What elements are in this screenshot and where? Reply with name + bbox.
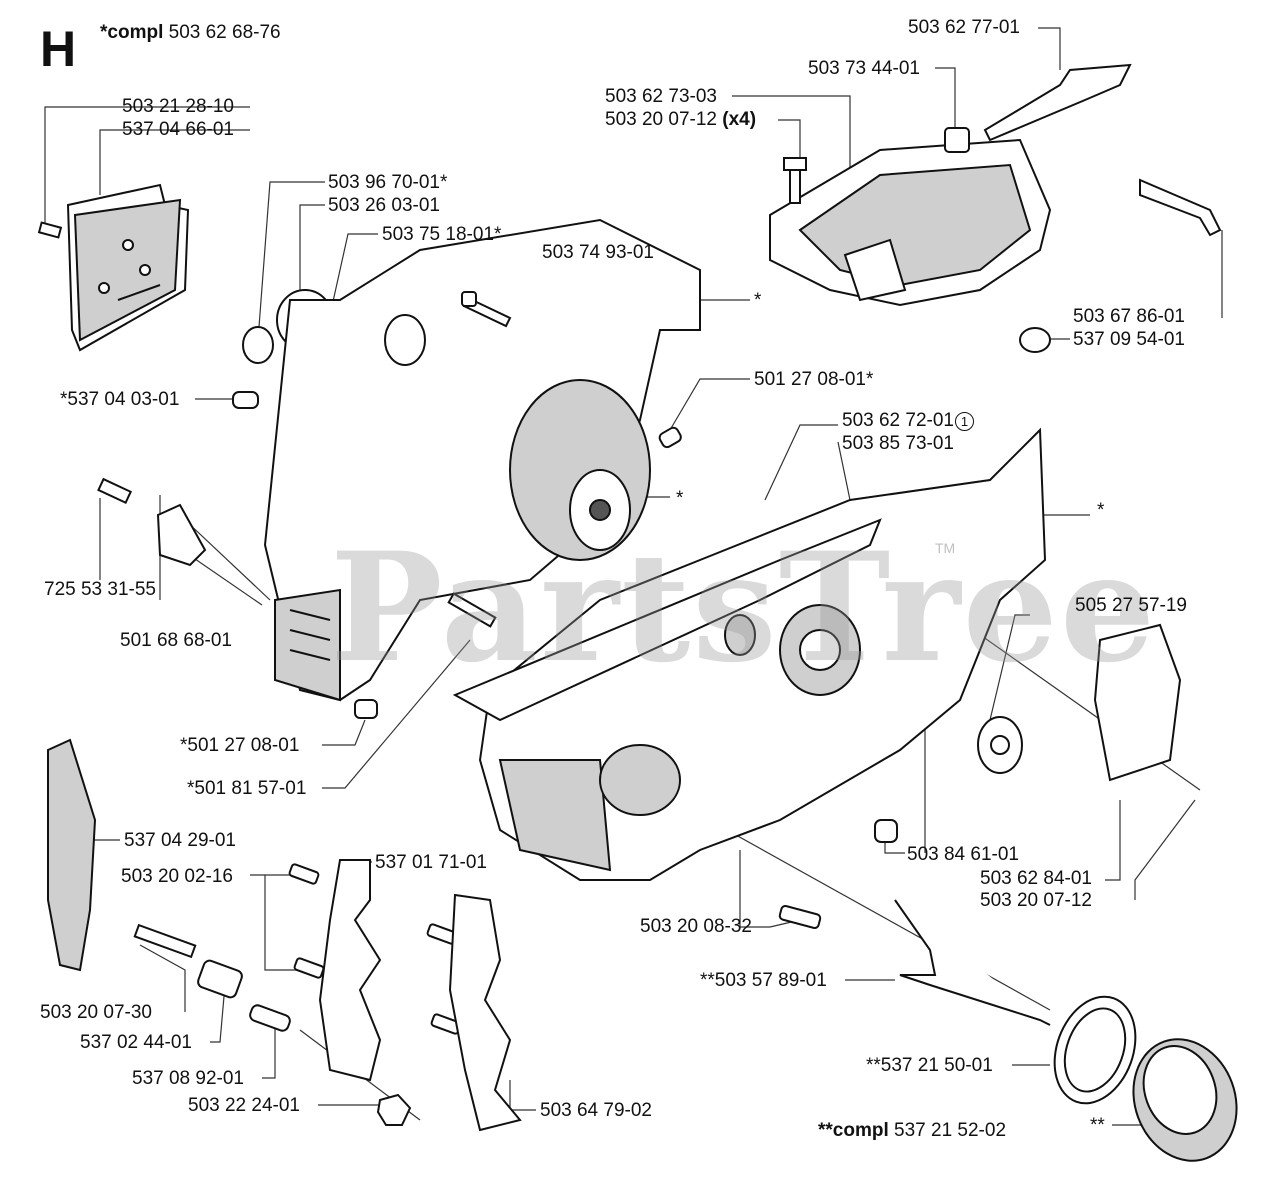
part-label[interactable]: 537 01 71-01 — [375, 852, 487, 873]
part-label[interactable]: 537 04 29-01 — [124, 830, 236, 851]
fuel-hose — [1139, 178, 1222, 237]
part-label[interactable]: 503 96 70-01* — [328, 172, 448, 193]
screw-small-1 — [37, 221, 63, 239]
guard-plate-left — [47, 738, 97, 972]
bracket-and-screw — [97, 477, 207, 567]
screws-small — [288, 863, 462, 1035]
spike-bumper-2 — [448, 893, 522, 1132]
filler-neck-ring — [1053, 995, 1137, 1105]
part-label[interactable]: 537 04 66-01 — [122, 119, 234, 140]
footer-compl: **compl 537 21 52-02 — [818, 1120, 1006, 1142]
star-marker: * — [754, 290, 762, 311]
part-label[interactable]: 725 53 31-55 — [44, 579, 156, 600]
part-label[interactable]: 503 64 79-02 — [540, 1100, 652, 1121]
star-marker: * — [676, 488, 684, 509]
part-label[interactable]: 505 27 57-19 — [1075, 595, 1187, 616]
tank-assembly — [769, 138, 1052, 307]
part-label[interactable]: 537 08 92-01 — [132, 1068, 244, 1089]
part-label[interactable]: 503 67 86-01 — [1073, 306, 1185, 327]
starter-side-cover — [66, 183, 190, 352]
crankcase-right-half — [478, 427, 1047, 881]
part-label[interactable]: 537 09 54-01 — [1073, 329, 1185, 350]
sleeve-2 — [354, 699, 378, 719]
pin-sleeve-1 — [232, 391, 259, 409]
part-label[interactable]: 503 74 93-01 — [542, 242, 654, 263]
bolt-long — [461, 291, 512, 328]
part-label[interactable]: 503 22 24-01 — [188, 1095, 300, 1116]
part-label[interactable]: *501 27 08-01 — [180, 735, 300, 756]
seal-ring — [977, 716, 1023, 774]
rubber-grommet — [944, 127, 970, 153]
star-marker: * — [1097, 500, 1105, 521]
part-label[interactable]: 503 20 08-32 — [640, 916, 752, 937]
watermark-tm: TM — [935, 540, 956, 556]
footer-compl-prefix: **compl — [818, 1120, 889, 1141]
part-qty: (x4) — [722, 109, 757, 130]
part-label[interactable]: 503 62 73-03 — [605, 86, 717, 107]
part-label[interactable]: 503 21 28-10 — [122, 96, 234, 117]
spike-bumper-1 — [318, 859, 382, 1082]
crankcase-left-half — [263, 218, 701, 702]
screw-m — [447, 592, 497, 628]
dowel-sleeve — [658, 426, 682, 449]
part-label[interactable]: **537 21 50-01 — [866, 1055, 993, 1076]
long-screw — [133, 923, 197, 959]
part-label[interactable]: 503 20 02-16 — [121, 866, 233, 887]
part-label[interactable]: 503 62 77-01 — [908, 17, 1020, 38]
part-label[interactable]: 503 20 07-30 — [40, 1002, 152, 1023]
circled-ref-icon: 1 — [955, 412, 974, 431]
screw-lower — [778, 904, 822, 930]
bearing-cover — [1093, 623, 1182, 782]
part-label[interactable]: 537 02 44-01 — [80, 1032, 192, 1053]
shoulder-screw — [249, 1004, 291, 1032]
part-label[interactable]: *537 04 03-01 — [60, 389, 180, 410]
part-label[interactable]: 503 62 84-01 — [980, 868, 1092, 889]
part-label: 503 20 07-12 — [605, 109, 717, 130]
gasket — [452, 518, 882, 722]
part-label[interactable]: 503 85 73-01 — [842, 433, 954, 454]
header-compl-number: 503 62 68-76 — [168, 22, 281, 43]
bumper-spike-top — [983, 63, 1132, 142]
hex-nut — [376, 1093, 412, 1126]
fuel-cap — [1132, 1038, 1238, 1162]
part-label[interactable]: 503 84 61-01 — [907, 844, 1019, 865]
part-label[interactable]: 503 20 07-12 — [980, 890, 1092, 911]
part-label[interactable]: 501 68 68-01 — [120, 630, 232, 651]
part-label[interactable]: 503 73 44-01 — [808, 58, 920, 79]
vibration-damper-screw — [874, 819, 898, 843]
part-label[interactable]: 503 26 03-01 — [328, 195, 440, 216]
part-label[interactable]: ** — [1090, 1115, 1105, 1136]
footer-compl-number: 537 21 52-02 — [894, 1120, 1007, 1141]
plug — [1019, 327, 1051, 353]
header-compl: *compl 503 62 68-76 — [100, 22, 281, 44]
part-label[interactable]: 501 27 08-01* — [754, 369, 874, 390]
part-label[interactable]: 503 75 18-01* — [382, 224, 502, 245]
section-letter: H — [40, 21, 77, 77]
header-compl-prefix: *compl — [100, 22, 164, 43]
watermark: PartsTree — [330, 520, 1158, 696]
part-label-with-qty[interactable]: 503 20 07-12 (x4) — [605, 109, 756, 131]
fuel-pickup-hose — [894, 899, 1051, 1026]
part-label[interactable]: **503 57 89-01 — [700, 970, 827, 991]
part-label[interactable]: *501 81 57-01 — [187, 778, 307, 799]
part-label: 503 62 72-01 — [842, 410, 954, 431]
sleeve-nut — [197, 959, 243, 999]
